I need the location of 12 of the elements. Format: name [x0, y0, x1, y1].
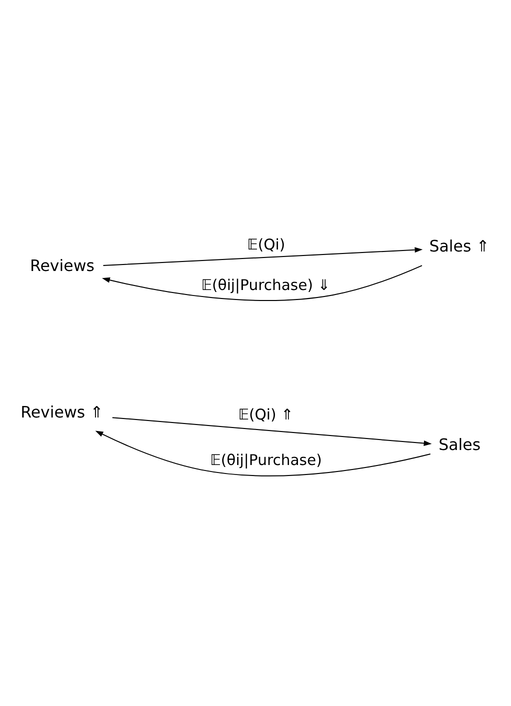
node-text: Reviews ⇑ — [20, 402, 104, 422]
edge-label: 𝔼(Qi) — [247, 236, 286, 254]
arrow — [102, 265, 422, 301]
node-text: Reviews — [30, 256, 94, 276]
edge-label: 𝔼(θij|Purchase) — [210, 452, 322, 469]
edge-label: 𝔼(θij|Purchase) ⇓ — [201, 277, 330, 294]
node-text: Sales — [438, 434, 481, 454]
edge-label: 𝔼(Qi) ⇑ — [238, 406, 294, 424]
arrow — [112, 417, 432, 446]
arrow — [102, 247, 423, 266]
arrow — [95, 430, 431, 476]
node-text: Sales ⇑ — [429, 236, 490, 256]
